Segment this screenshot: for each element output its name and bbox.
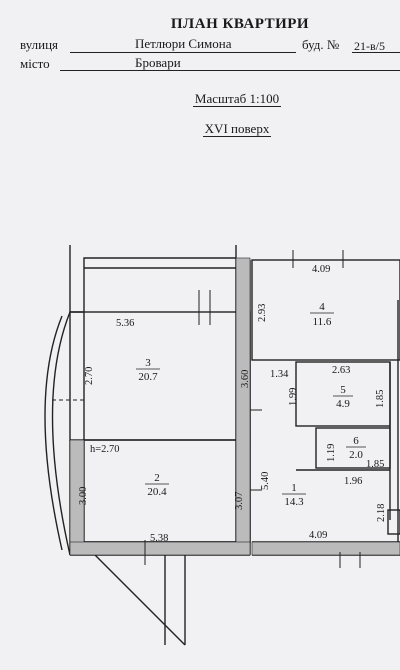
room-4-area: 11.6 [313,316,332,328]
dim-3-00: 3.00 [78,487,89,505]
document-title: ПЛАН КВАРТИРИ [170,16,310,32]
room-4-number: 4 [319,301,325,313]
room-3-number: 3 [145,357,151,369]
room-2-area: 20.4 [147,486,167,498]
dimension-labels: 4.09 2.93 5.36 2.70 3.60 1.34 2.63 1.99 … [78,264,387,544]
floor-text: XVI поверх [202,121,272,137]
dim-4-09-bottom: 4.09 [309,530,327,541]
scale-line: Масштаб 1:100 [0,91,400,107]
ceiling-height: h=2.70 [90,444,120,455]
openings [52,250,361,568]
dim-5-36: 5.36 [116,318,134,329]
dim-1-99: 1.99 [288,388,299,406]
room-labels: 3 20.7 2 20.4 4 11.6 5 4.9 6 2.0 1 14.3 [136,301,366,508]
city-value: Бровари [135,55,181,70]
building-value: 21-в/5 [354,39,385,53]
dim-1-85-b: 1.85 [366,459,384,470]
dim-4-09-top: 4.09 [312,264,330,275]
wall-fill [69,257,400,556]
city-label: місто [20,56,50,71]
room-6-area: 2.0 [349,449,363,461]
dim-2-70: 2.70 [84,367,95,385]
dim-2-63: 2.63 [332,365,350,376]
dim-1-34: 1.34 [270,369,289,380]
dim-2-18: 2.18 [376,504,387,522]
floor-line: XVI поверх [0,121,400,137]
building-underline [352,52,400,53]
dim-3-07: 3.07 [234,492,245,510]
city-underline [60,70,400,71]
dim-1-19: 1.19 [326,444,337,462]
dim-1-96: 1.96 [344,476,362,487]
room-1-area: 14.3 [284,496,304,508]
room-3-area: 20.7 [138,371,158,383]
street-label: вулиця [20,37,59,52]
room-1-number: 1 [291,482,297,494]
dim-5-40: 5.40 [260,472,271,490]
street-underline [70,52,296,53]
dim-1-85-a: 1.85 [375,390,386,408]
room-5-number: 5 [340,384,346,396]
room-5-area: 4.9 [336,398,350,410]
dim-3-60: 3.60 [240,370,251,388]
dim-5-38: 5.38 [150,533,168,544]
dim-2-93: 2.93 [257,304,268,322]
room-2-number: 2 [154,472,160,484]
room-6-number: 6 [353,435,359,447]
scale-text: Масштаб 1:100 [192,91,282,107]
building-label: буд. № [302,37,340,52]
street-value: Петлюри Симона [135,36,232,51]
